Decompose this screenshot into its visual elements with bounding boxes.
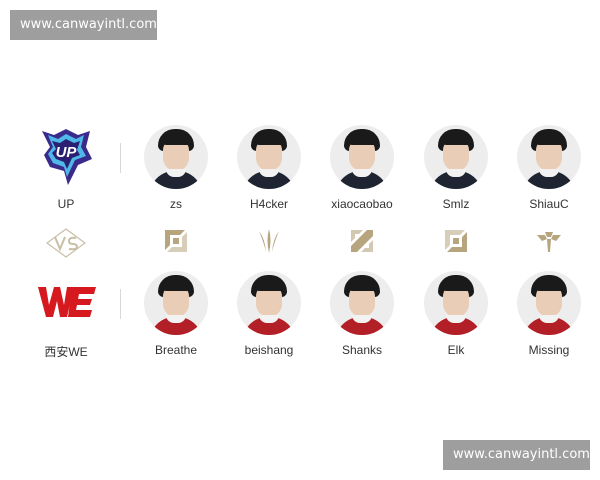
player-card[interactable]: ShiauC xyxy=(509,125,589,211)
player-name: Missing xyxy=(528,343,570,357)
player-name: Shanks xyxy=(341,343,383,357)
player-avatar xyxy=(144,271,208,335)
team-we[interactable]: 西安WE xyxy=(26,271,106,360)
we-team-logo-icon xyxy=(38,287,96,317)
role-row xyxy=(0,228,600,258)
role-cell xyxy=(509,228,589,254)
player-avatar xyxy=(237,125,301,189)
player-name: H4cker xyxy=(249,197,288,211)
player-name: zs xyxy=(170,197,182,211)
role-cell xyxy=(229,228,309,254)
player-avatar xyxy=(330,271,394,335)
player-name: xiaocaobao xyxy=(331,197,393,211)
team-name: UP xyxy=(57,197,75,211)
player-avatar xyxy=(517,125,581,189)
role-cell xyxy=(322,228,402,254)
player-card[interactable]: Elk xyxy=(416,271,496,357)
player-card[interactable]: zs xyxy=(136,125,216,211)
player-avatar xyxy=(330,125,394,189)
up-team-logo-icon: UP xyxy=(42,129,92,185)
team-row-we: 西安WE Breathe beishang Shanks Elk Missing xyxy=(0,271,600,359)
player-name: ShiauC xyxy=(529,197,569,211)
player-card[interactable]: Breathe xyxy=(136,271,216,357)
watermark-top: www.canwayintl.com xyxy=(10,10,157,40)
jungle-icon xyxy=(259,229,279,253)
player-avatar xyxy=(517,271,581,335)
player-card[interactable]: Missing xyxy=(509,271,589,357)
bot-lane-icon xyxy=(445,230,467,252)
vs-icon xyxy=(46,228,86,258)
player-card[interactable]: Shanks xyxy=(322,271,402,357)
player-avatar xyxy=(144,125,208,189)
divider xyxy=(120,143,121,173)
support-icon xyxy=(537,232,561,252)
role-cell xyxy=(416,228,496,254)
role-cell xyxy=(136,228,216,254)
team-up[interactable]: UP UP xyxy=(26,125,106,211)
player-card[interactable]: H4cker xyxy=(229,125,309,211)
player-card[interactable]: beishang xyxy=(229,271,309,357)
team-row-up: UP UP zs H4cker xiaocaobao Smlz ShiauC xyxy=(0,125,600,211)
player-avatar xyxy=(237,271,301,335)
top-lane-icon xyxy=(165,230,187,252)
player-name: Elk xyxy=(447,343,465,357)
team-name: 西安WE xyxy=(44,345,88,359)
watermark-bottom: www.canwayintl.com xyxy=(443,440,590,470)
player-card[interactable]: Smlz xyxy=(416,125,496,211)
mid-lane-icon xyxy=(351,230,373,252)
divider xyxy=(120,289,121,319)
player-name: Breathe xyxy=(154,343,198,357)
player-name: beishang xyxy=(244,343,294,357)
player-avatar xyxy=(424,271,488,335)
player-name: Smlz xyxy=(442,197,470,211)
svg-text:UP: UP xyxy=(56,144,78,161)
vs-cell xyxy=(26,228,106,258)
player-avatar xyxy=(424,125,488,189)
player-card[interactable]: xiaocaobao xyxy=(322,125,402,211)
